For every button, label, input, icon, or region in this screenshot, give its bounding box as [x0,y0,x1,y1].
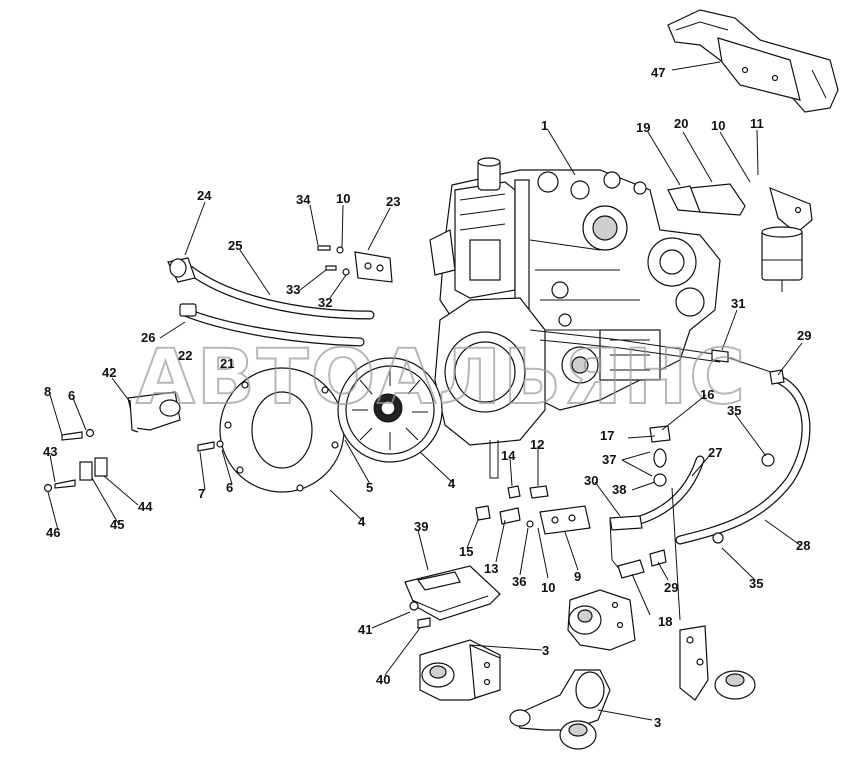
callout-20: 20 [674,116,688,131]
callout-23: 23 [386,194,400,209]
bolts-6-7-part [197,440,224,452]
watermark-text: АВТОАЛЬЯНС [136,332,747,421]
hose-28-part [675,375,811,545]
callout-19: 19 [636,120,650,135]
callout-37: 37 [602,452,616,467]
engine-mount-center-part [567,589,636,651]
callout-47: 47 [651,65,665,80]
callout-35-bottom: 35 [749,576,763,591]
callout-7: 7 [198,486,205,501]
callout-38: 38 [612,482,626,497]
callout-32: 32 [318,295,332,310]
callout-6-left: 6 [68,388,75,403]
callout-6-mid: 6 [226,480,233,495]
callout-34: 34 [296,192,311,207]
engine-mount-right-part [671,487,756,701]
callout-42: 42 [102,365,116,380]
callout-39: 39 [414,519,428,534]
callout-11: 11 [750,116,764,131]
callout-21: 21 [220,356,234,371]
callout-10-left: 10 [336,191,350,206]
callout-18: 18 [658,614,672,629]
callout-43: 43 [43,444,57,459]
bracket-42-part [43,391,181,493]
manifold-9-part [475,485,591,535]
callout-41: 41 [358,622,372,637]
callout-26: 26 [141,330,155,345]
callout-33: 33 [286,282,300,297]
coupling-part [337,357,443,463]
callout-3-bottom: 3 [654,715,661,730]
callout-1: 1 [541,118,548,133]
callout-12: 12 [530,437,544,452]
pipe-line-part [529,329,781,571]
callout-44: 44 [138,499,153,514]
callout-29-top: 29 [797,328,811,343]
adapter-plate-part [219,367,345,493]
cross-member-39-part [404,565,501,629]
callout-4-left: 4 [358,514,366,529]
callout-36: 36 [512,574,526,589]
callout-24: 24 [197,188,212,203]
callout-10-bottom: 10 [541,580,555,595]
callout-9: 9 [574,569,581,584]
fuel-filter-part [667,183,813,292]
callout-17: 17 [600,428,614,443]
callout-14: 14 [501,448,516,463]
bracket-23-part [317,245,393,283]
callout-8: 8 [44,384,51,399]
callout-5: 5 [366,480,373,495]
callout-31: 31 [731,296,745,311]
callout-10-top: 10 [711,118,725,133]
fittings-right-part [609,349,785,579]
leader-lines [47,61,803,721]
engine-mount-left-part [419,639,501,701]
hose-26-part [179,303,365,347]
hose-25-part [167,257,375,320]
engine-mount-front-part [509,669,611,750]
callout-13: 13 [484,561,498,576]
callout-15: 15 [459,544,473,559]
callout-45: 45 [110,517,124,532]
callout-16: 16 [700,387,714,402]
callout-35-top: 35 [727,403,741,418]
callout-3-left: 3 [542,643,549,658]
callout-labels: 47 1 19 20 10 11 24 34 10 23 25 33 32 31… [43,65,811,730]
callout-46: 46 [46,525,60,540]
callout-30: 30 [584,473,598,488]
callout-29-bottom: 29 [664,580,678,595]
intake-duct-part [667,9,839,113]
callout-28: 28 [796,538,810,553]
callout-22: 22 [178,348,192,363]
hose-27-part [635,455,705,525]
callout-40: 40 [376,672,390,687]
callout-27: 27 [708,445,722,460]
callout-25: 25 [228,238,242,253]
callout-4-mid: 4 [448,476,456,491]
